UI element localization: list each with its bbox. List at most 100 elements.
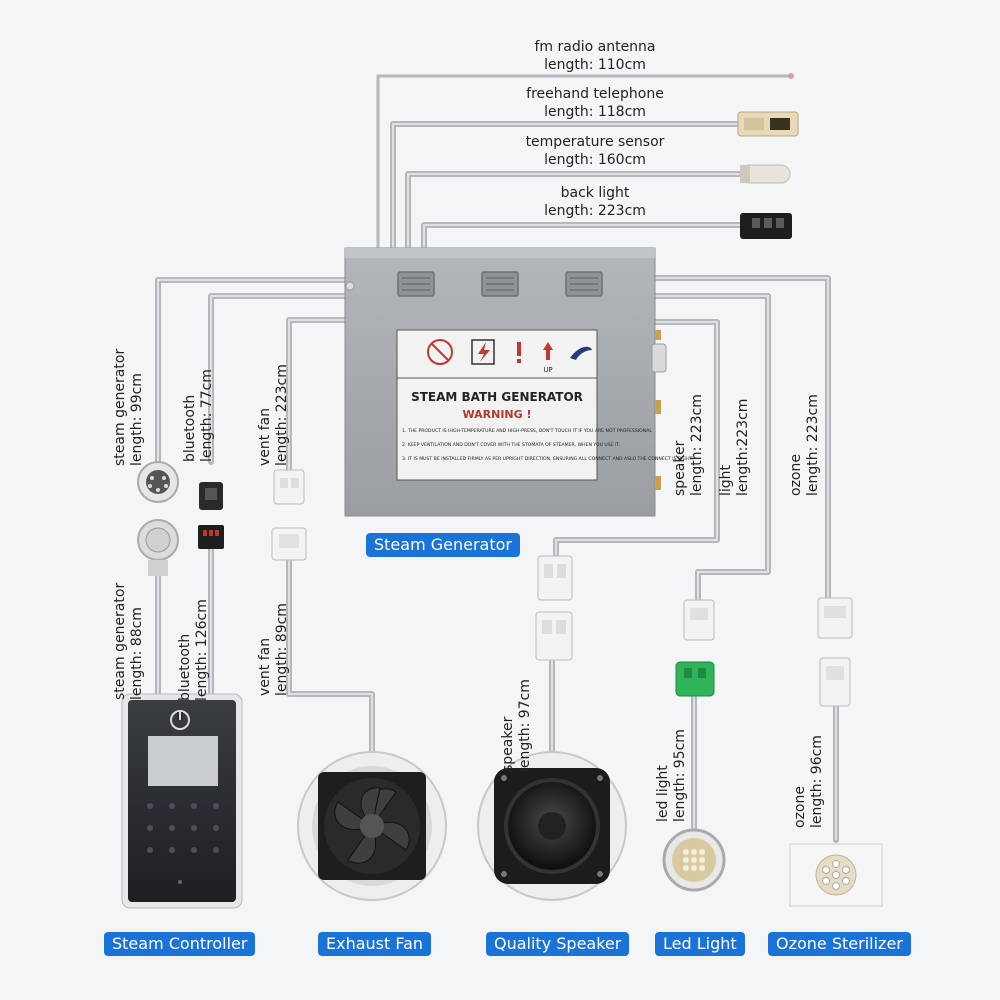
- badge-steam-generator: Steam Generator: [366, 533, 520, 557]
- caption-name: ozone: [788, 454, 804, 496]
- ozone-connector-upper-icon: [817, 597, 853, 639]
- caption-bluetooth-lower: bluetooth length: 126cm: [177, 571, 213, 701]
- caption-ozone-upper: ozone length: 223cm: [788, 376, 824, 496]
- caption-length: length: 110cm: [544, 57, 646, 73]
- caption-length: length:223cm: [735, 398, 751, 496]
- backlight-connector-icon: [740, 213, 792, 239]
- light-connector-icon: [683, 599, 715, 641]
- cable-fm-antenna: [376, 74, 792, 252]
- caption-name: speaker: [500, 716, 516, 772]
- caption-length: length: 223cm: [544, 203, 646, 219]
- caption-name: led light: [655, 765, 671, 822]
- cable-temperature: [405, 171, 745, 253]
- caption-name: vent fan: [257, 637, 273, 696]
- speaker-connector-lower-icon: [535, 611, 573, 661]
- steam-generator-box: UP STEAM BATH GENERATOR WARNING ! 1. THE…: [344, 247, 693, 517]
- panel-note-3: 3. IT IS MUST BE INSTALLED FIRMLY AS PER…: [402, 456, 693, 462]
- electric-hazard-icon: [471, 339, 495, 365]
- up-label: UP: [543, 366, 552, 374]
- box-side-fittings-icon: [345, 281, 667, 490]
- cable-backlight: [421, 222, 747, 253]
- caption-name: light: [718, 464, 734, 496]
- cable-ozone-upper: [652, 275, 831, 603]
- antenna-tip-icon: [788, 73, 794, 79]
- caption-bluetooth-upper: bluetooth length: 77cm: [182, 342, 218, 462]
- caption-steam-generator-lower: steam generator length: 88cm: [112, 560, 148, 700]
- caption-steam-generator-upper: steam generator length: 99cm: [112, 326, 148, 466]
- exhaust-fan-device: [297, 751, 447, 901]
- caption-name: speaker: [672, 440, 688, 496]
- caption-length: length: 160cm: [544, 152, 646, 168]
- badge-exhaust-fan: Exhaust Fan: [318, 932, 432, 956]
- vent-fan-connector-male-icon: [273, 469, 305, 505]
- controller-keypad-icon: [147, 803, 219, 853]
- caption-length: length: 95cm: [672, 729, 688, 822]
- din-connector-female-icon: [137, 519, 179, 576]
- vent-slots-icon: [397, 271, 603, 297]
- caption-vent-fan-upper: vent fan length: 223cm: [257, 346, 293, 466]
- caption-name: vent fan: [257, 407, 273, 466]
- din-connector-male-icon: [137, 461, 179, 503]
- caption-name: fm radio antenna: [534, 39, 656, 55]
- bluetooth-connector-male-icon: [199, 482, 223, 510]
- ozone-connector-lower-icon: [819, 657, 851, 707]
- power-icon: [170, 710, 190, 730]
- cable-telephone: [390, 121, 743, 253]
- caption-name: temperature sensor: [525, 134, 665, 150]
- vent-fan-connector-female-icon: [271, 527, 307, 561]
- caption-length: length: 97cm: [517, 679, 533, 772]
- bluetooth-connector-female-icon: [198, 525, 224, 549]
- caption-length: length: 99cm: [129, 373, 145, 466]
- rj-telephone-connector-icon: [737, 111, 799, 137]
- cable-vent-fan-upper: [286, 317, 348, 473]
- caption-speaker-lower: speaker length: 97cm: [500, 652, 536, 772]
- caption-ozone-lower: ozone length: 96cm: [792, 708, 828, 828]
- badge-led-light: Led Light: [655, 932, 745, 956]
- controller-screen: [148, 736, 218, 786]
- up-arrow-icon: UP: [543, 342, 553, 374]
- green-connector-icon: [675, 661, 715, 697]
- caption-led-lower: led light length: 95cm: [655, 702, 691, 822]
- cable-vent-fan-lower: [286, 557, 375, 763]
- badge-quality-speaker: Quality Speaker: [486, 932, 630, 956]
- caption-name: steam generator: [112, 348, 128, 466]
- ozone-holes-icon: [822, 860, 850, 890]
- cable-steam-generator-upper: [155, 277, 348, 465]
- caption-telephone: freehand telephone length: 118cm: [480, 85, 710, 121]
- steam-controller-device: [121, 693, 243, 909]
- led-light-device: [662, 828, 726, 892]
- caption-backlight: back light length: 223cm: [480, 184, 710, 220]
- caption-name: freehand telephone: [526, 86, 664, 102]
- panel-note-1: 1. THE PRODUCT IS HIGH-TEMPERATURE AND H…: [402, 428, 652, 434]
- caption-length: length: 88cm: [129, 607, 145, 700]
- caption-name: back light: [560, 185, 630, 201]
- caption-name: bluetooth: [182, 394, 198, 462]
- caption-length: length: 223cm: [689, 394, 705, 496]
- temperature-probe-icon: [739, 164, 791, 184]
- caption-name: ozone: [792, 786, 808, 828]
- cable-bluetooth-upper: [208, 293, 348, 465]
- caption-speaker-upper: speaker length: 223cm: [672, 376, 708, 496]
- warning-exclamation-icon: [517, 342, 521, 363]
- cable-speaker-upper: [553, 319, 720, 558]
- caption-length: length: 77cm: [199, 369, 215, 462]
- caption-length: length: 223cm: [274, 364, 290, 466]
- caption-name: bluetooth: [177, 633, 193, 701]
- badge-ozone-sterilizer: Ozone Sterilizer: [768, 932, 911, 956]
- caption-length: length: 126cm: [194, 599, 210, 701]
- panel-title: STEAM BATH GENERATOR: [411, 390, 583, 404]
- caption-light-upper: light length:223cm: [718, 376, 754, 496]
- cable-light-upper: [652, 293, 771, 603]
- panel-note-2: 2. KEEP VENTILATION AND DON'T COVER WITH…: [402, 442, 620, 448]
- speaker-connector-upper-icon: [537, 555, 573, 601]
- led-grid-icon: [683, 849, 705, 871]
- badge-steam-controller: Steam Controller: [104, 932, 256, 956]
- caption-temperature: temperature sensor length: 160cm: [480, 133, 710, 169]
- caption-fm-antenna: fm radio antenna length: 110cm: [480, 38, 710, 74]
- panel-warning: WARNING !: [462, 408, 531, 421]
- brand-logo-icon: [570, 346, 592, 360]
- caption-vent-fan-lower: vent fan length: 89cm: [257, 576, 293, 696]
- caption-length: length: 89cm: [274, 603, 290, 696]
